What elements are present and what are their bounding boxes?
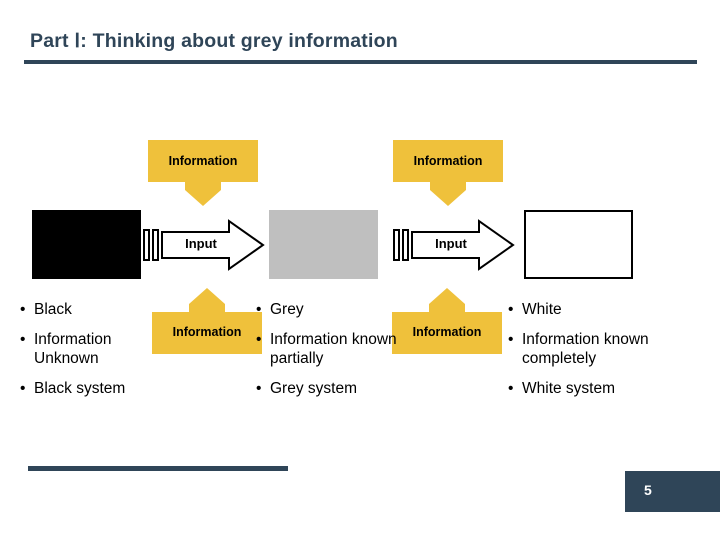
list-item-label: Information known completely <box>522 331 649 367</box>
list-item: • Grey system <box>256 379 406 398</box>
grey-system-box <box>269 210 378 279</box>
footer-divider <box>28 466 288 471</box>
bullet-icon: • <box>508 331 514 348</box>
list-item: • Information known completely <box>508 330 708 368</box>
input-label: Input <box>185 236 217 251</box>
list-item-label: Grey system <box>270 380 357 397</box>
list-item: • Information Unknown <box>20 330 170 368</box>
information-label: Information <box>412 325 482 339</box>
information-up-arrow-left: Information <box>152 288 262 354</box>
page-number-badge: 5 <box>625 471 720 512</box>
information-label: Information <box>168 154 238 168</box>
list-item-label: White system <box>522 380 616 397</box>
input-label: Input <box>435 236 467 251</box>
bullet-icon: • <box>20 331 26 348</box>
information-down-arrow-right: Information <box>393 140 503 206</box>
white-system-box <box>524 210 633 279</box>
list-item: • Black <box>20 300 170 319</box>
information-down-arrow-left: Information <box>148 140 258 206</box>
bullet-icon: • <box>508 380 514 397</box>
information-label: Information <box>413 154 483 168</box>
list-item-label: Black <box>34 301 72 318</box>
black-system-box <box>32 210 141 279</box>
list-item: • Black system <box>20 379 170 398</box>
list-item-label: White <box>522 301 562 318</box>
input-arrow-left: Input <box>143 219 265 271</box>
bullet-icon: • <box>256 380 262 397</box>
list-item: • White system <box>508 379 708 398</box>
list-item: • White <box>508 300 708 319</box>
list-item-label: Grey <box>270 301 304 318</box>
header-divider <box>24 60 697 64</box>
list-item-label: Black system <box>34 380 126 397</box>
list-item: • Grey <box>256 300 406 319</box>
page-title: Part Ⅰ: Thinking about grey information <box>30 30 398 52</box>
information-label: Information <box>172 325 242 339</box>
bullet-icon: • <box>256 301 262 318</box>
grey-column: • Grey • Information known partially • G… <box>256 300 406 409</box>
bullet-icon: • <box>20 301 26 318</box>
bullet-icon: • <box>508 301 514 318</box>
list-item-label: Information Unknown <box>34 331 112 367</box>
list-item-label: Information known partially <box>270 331 397 367</box>
list-item: • Information known partially <box>256 330 406 368</box>
white-column: • White • Information known completely •… <box>508 300 708 409</box>
information-up-arrow-right: Information <box>392 288 502 354</box>
black-column: • Black • Information Unknown • Black sy… <box>20 300 170 409</box>
bullet-icon: • <box>20 380 26 397</box>
bullet-icon: • <box>256 331 262 348</box>
page-number-label: 5 <box>644 482 652 498</box>
input-arrow-right: Input <box>393 219 515 271</box>
